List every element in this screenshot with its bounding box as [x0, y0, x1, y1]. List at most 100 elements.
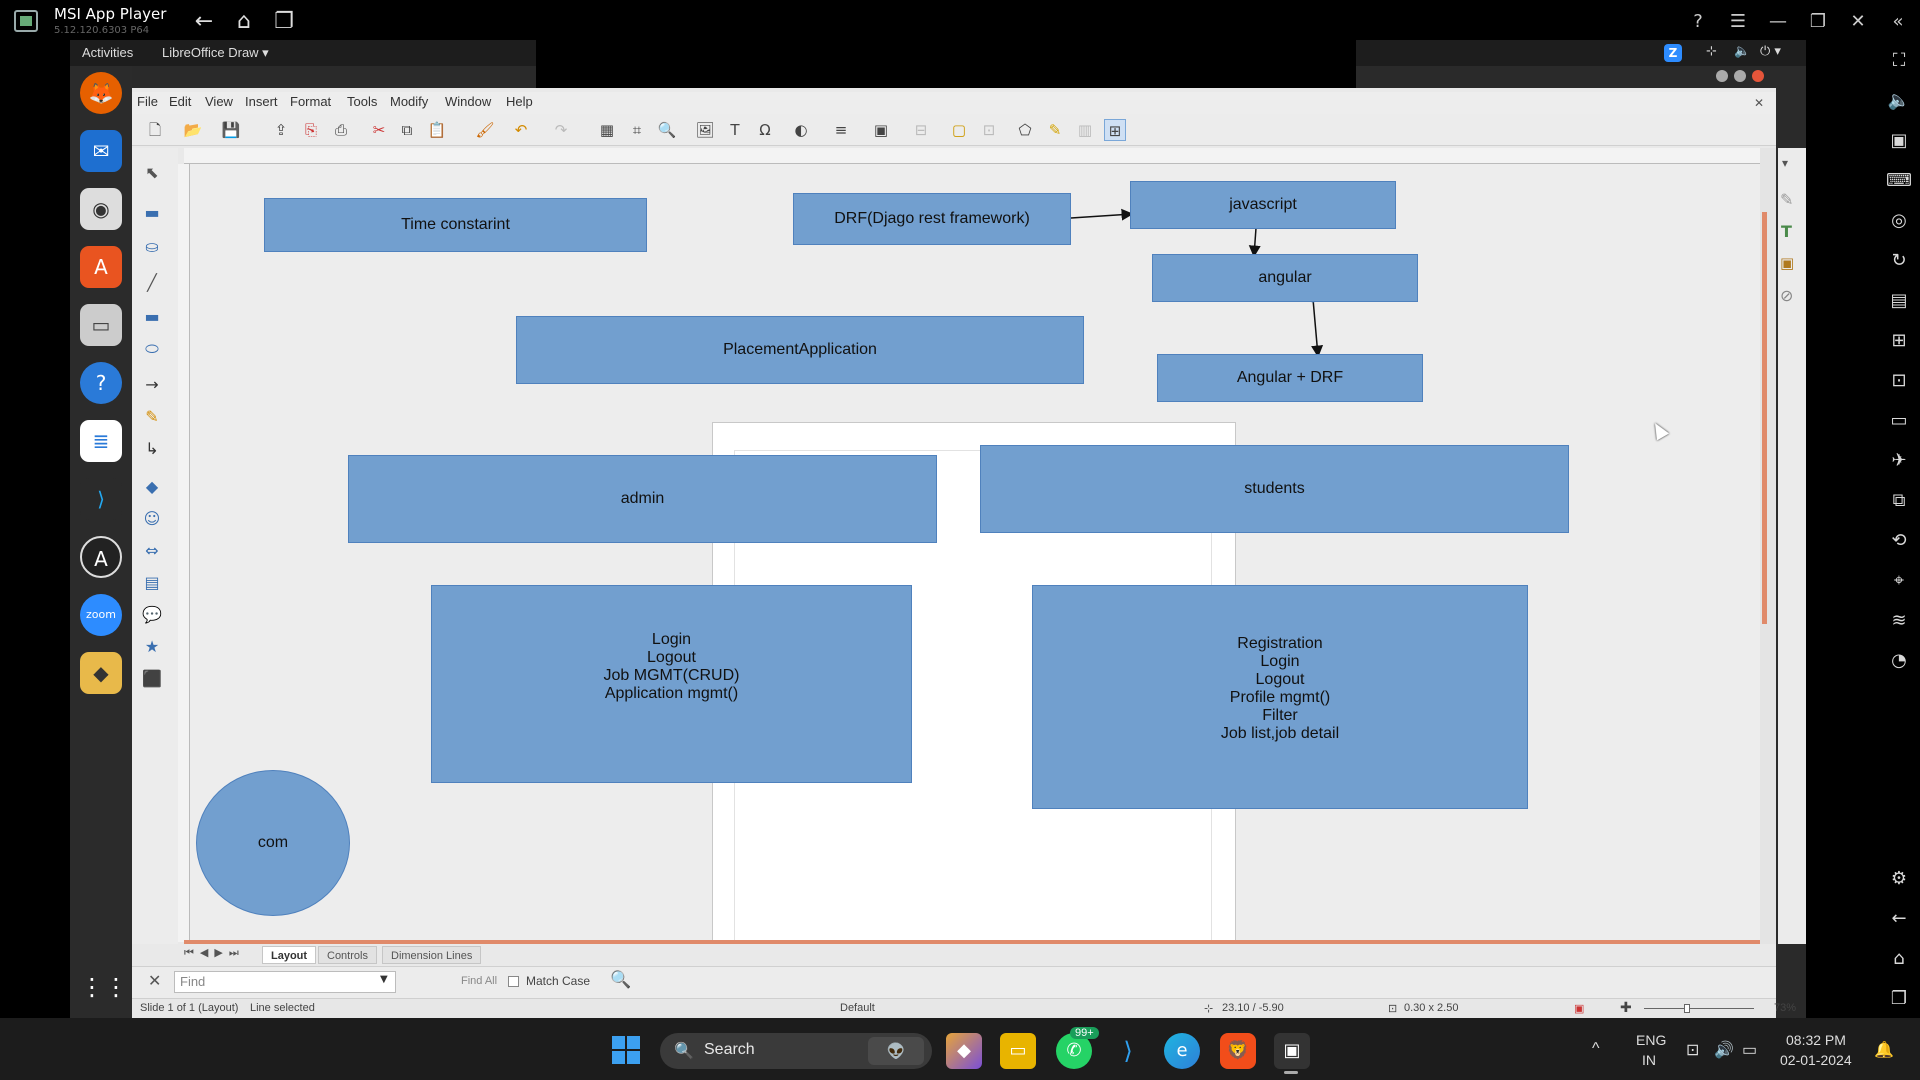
android-back-icon[interactable]: ←	[1891, 908, 1907, 929]
copy-icon[interactable]: ⧉	[401, 121, 413, 139]
export-pdf-icon[interactable]: ⎘	[304, 121, 317, 139]
shape-students[interactable]: students	[980, 445, 1569, 533]
software-center-icon[interactable]: A	[80, 246, 122, 288]
search-highlight-icon[interactable]: 👽	[868, 1037, 924, 1065]
tab-controls[interactable]: Controls	[318, 946, 377, 964]
updater-icon[interactable]: A	[80, 536, 122, 578]
home-icon[interactable]: ⌂	[237, 9, 251, 34]
shadow-icon[interactable]: ▢	[951, 121, 967, 139]
tab-layout[interactable]: Layout	[262, 946, 317, 964]
insert-special-char-icon[interactable]: Ω	[759, 121, 771, 139]
volume-icon[interactable]: 🔈	[1887, 90, 1911, 111]
snap-options-icon[interactable]: ⊞	[1104, 119, 1126, 141]
lang-bottom[interactable]: IN	[1642, 1052, 1656, 1068]
paste-icon[interactable]: 📋	[427, 121, 447, 139]
zoom-tray-icon[interactable]: Z	[1664, 44, 1682, 62]
insert-image-icon[interactable]: 🖼	[695, 121, 715, 139]
rectangle-tool-icon[interactable]: ▬	[144, 307, 160, 326]
distribute-icon[interactable]: ⊟	[914, 121, 928, 139]
flowchart-icon[interactable]: ▤	[144, 573, 160, 592]
copilot-icon[interactable]: ◆	[946, 1033, 982, 1069]
fontwork-icon[interactable]: ◐	[794, 121, 808, 139]
zoom-slider-thumb[interactable]	[1684, 1004, 1690, 1013]
speed-icon[interactable]: ◔	[1891, 650, 1907, 671]
fit-page-icon[interactable]: ✚	[1620, 999, 1632, 1015]
media-icon[interactable]: ▣	[1890, 130, 1908, 151]
airplane-icon[interactable]: ✈	[1891, 450, 1907, 471]
rotate-icon[interactable]: ⟲	[1891, 530, 1907, 551]
shape-student-features[interactable]: Registration Login Logout Profile mgmt()…	[1032, 585, 1528, 809]
line-tool-icon[interactable]: ╱	[147, 273, 157, 292]
shape-admin[interactable]: admin	[348, 455, 937, 543]
redo-icon[interactable]: ↷	[554, 121, 568, 139]
network-tray-icon[interactable]: ⊡	[1686, 1042, 1700, 1059]
vscode-icon[interactable]: ⟩	[80, 478, 122, 520]
location-icon[interactable]: ⌖	[1893, 570, 1905, 591]
help-icon[interactable]: ?	[80, 362, 122, 404]
shape-angular[interactable]: angular	[1152, 254, 1418, 302]
3d-objects-icon[interactable]: ⬛	[142, 669, 162, 688]
open-icon[interactable]: 📂	[183, 121, 203, 139]
clock-date[interactable]: 02-01-2024	[1780, 1052, 1852, 1068]
navigator-icon[interactable]: ⊘	[1780, 286, 1794, 305]
grid-icon[interactable]: ▦	[599, 121, 615, 139]
shape-time-constraint[interactable]: Time constarint	[264, 198, 647, 252]
tab-nav-arrows-icon[interactable]: ⏮◀▶⏭	[184, 946, 245, 959]
close-findbar-icon[interactable]: ✕	[148, 971, 162, 990]
gallery-icon[interactable]: ▣	[1780, 254, 1795, 272]
menu-file[interactable]: File	[137, 94, 158, 109]
crop-icon[interactable]: ⊡	[982, 121, 996, 139]
multi-window-icon[interactable]: ❐	[274, 9, 294, 34]
shape-placement-application[interactable]: PlacementApplication	[516, 316, 1084, 384]
align-icon[interactable]: ≡	[834, 121, 848, 139]
arrange-icon[interactable]: ▣	[873, 121, 889, 139]
shape-com-circle[interactable]: com	[196, 770, 350, 916]
export-icon[interactable]: ⇪	[274, 121, 288, 139]
apk-icon[interactable]: ⊞	[1891, 330, 1907, 351]
window-close-icon[interactable]	[1752, 70, 1764, 82]
whatsapp-icon[interactable]: ✆	[1056, 1033, 1092, 1069]
layers-icon[interactable]: ≋	[1891, 610, 1907, 631]
menu-view[interactable]: View	[205, 94, 233, 109]
styles-icon[interactable]: T	[1781, 222, 1792, 241]
points-icon[interactable]: ⬠	[1018, 121, 1032, 139]
callouts-icon[interactable]: 💬	[142, 605, 162, 624]
find-dropdown-icon[interactable]: ▼	[380, 974, 388, 985]
menu-edit[interactable]: Edit	[169, 94, 192, 109]
ellipse-tool-icon[interactable]: ⬭	[145, 339, 159, 358]
network-icon[interactable]: ⊹	[1706, 44, 1717, 59]
sound-icon[interactable]: 🔈	[1734, 44, 1751, 59]
firefox-icon[interactable]: 🦊	[80, 72, 122, 114]
help-icon[interactable]: ?	[1693, 11, 1703, 32]
msi-player-taskbar-icon[interactable]: ▣	[1274, 1033, 1310, 1069]
volume-tray-icon[interactable]: 🔊	[1714, 1042, 1734, 1059]
tab-dimension-lines[interactable]: Dimension Lines	[382, 946, 482, 964]
helplines-icon[interactable]: ⌗	[632, 121, 642, 139]
notifications-bell-icon[interactable]: 🔔	[1874, 1042, 1894, 1059]
activities-button[interactable]: Activities	[82, 45, 134, 60]
android-recents-icon[interactable]: ❐	[1890, 988, 1908, 1009]
fill-color-icon[interactable]: ⛀	[145, 237, 159, 256]
window-maximize-icon[interactable]	[1734, 70, 1746, 82]
zoom-app-icon[interactable]: zoom	[80, 594, 122, 636]
thunderbird-icon[interactable]: ✉	[80, 130, 122, 172]
menu-icon[interactable]: ☰	[1729, 11, 1747, 32]
start-button[interactable]	[612, 1036, 640, 1064]
menu-modify[interactable]: Modify	[390, 94, 429, 109]
shape-admin-features[interactable]: Login Logout Job MGMT(CRUD) Application …	[431, 585, 912, 783]
record-icon[interactable]: ◎	[1891, 210, 1907, 231]
match-case-checkbox[interactable]	[508, 976, 519, 987]
folder-icon[interactable]: ▭	[1890, 410, 1908, 431]
block-arrows-icon[interactable]: ⇔	[145, 541, 159, 560]
insert-textbox-icon[interactable]: T	[730, 121, 740, 139]
settings-icon[interactable]: ⚙	[1890, 868, 1908, 889]
cut-icon[interactable]: ✂	[372, 121, 386, 139]
fullscreen-icon[interactable]: ⛶	[1892, 50, 1906, 71]
collapse-sidebar-icon[interactable]: «	[1892, 11, 1904, 32]
back-arrow-icon[interactable]: ←	[194, 9, 214, 34]
clone-formatting-icon[interactable]: 🖌	[475, 121, 495, 139]
find-all-button[interactable]: Find All	[461, 975, 498, 987]
vscode-taskbar-icon[interactable]: ⟩	[1123, 1037, 1133, 1065]
properties-icon[interactable]: ✎	[1780, 190, 1794, 209]
glue-points-icon[interactable]: ✎	[1048, 121, 1062, 139]
